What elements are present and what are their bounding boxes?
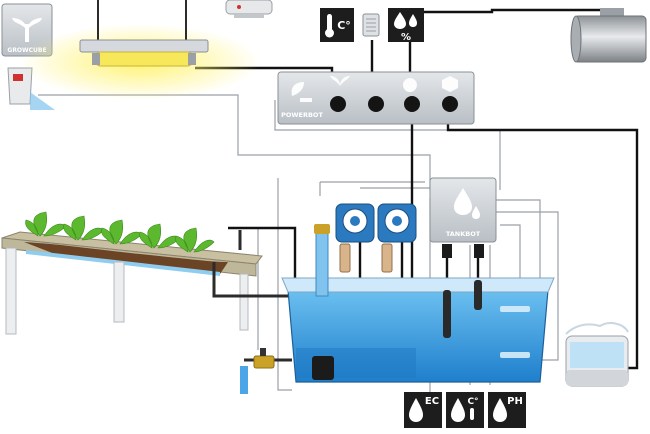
temperature-drop-icon (451, 398, 465, 422)
sprout-plug-icon (330, 76, 350, 86)
powerbot-label: POWERBOT (281, 111, 323, 119)
powerbot-sockets (330, 96, 458, 112)
humidity-drops-icon (394, 12, 417, 29)
plants (25, 211, 215, 253)
peristaltic-pump-a (335, 203, 375, 273)
heater-plug-icon (442, 76, 458, 92)
tankbot-label: TANKBOT (446, 230, 481, 238)
humidity-unit-label: % (401, 32, 411, 43)
exhaust-fan (570, 8, 647, 63)
power-plug-icon (402, 78, 417, 92)
powerbot-controller: POWERBOT (277, 71, 475, 125)
outlet-valve (240, 348, 275, 394)
sensor-icon-ph: PH (488, 392, 526, 428)
water-drops-icon (454, 188, 480, 219)
climate-sensor: C° % (320, 8, 424, 43)
humidifier (565, 322, 629, 387)
sensor-icon-ec: EC (404, 392, 442, 428)
reservoir-tank (281, 277, 555, 383)
grow-tray (1, 231, 263, 335)
grow-lamp (20, 0, 260, 100)
peristaltic-pump-b (377, 203, 417, 273)
pipes (212, 230, 292, 362)
submersible-pump (312, 356, 334, 380)
sensor-ph-label: PH (507, 396, 523, 407)
sensor-ec-label: EC (425, 396, 439, 407)
plant-plug-icon (291, 82, 312, 102)
water-inlet-tube (314, 224, 330, 297)
plant-icon (12, 18, 42, 42)
tankbot-controller: TANKBOT (429, 177, 497, 258)
sensor-led-icon (13, 74, 23, 81)
sensor-temp-label: C° (467, 397, 478, 407)
sensor-icon-temp: C° (446, 392, 484, 428)
detector-led-icon (237, 5, 241, 9)
thermometer-icon (325, 14, 334, 38)
conductivity-drop-icon (409, 398, 423, 422)
temp-unit-label: C° (337, 19, 351, 32)
smoke-detector (225, 0, 273, 18)
tank-probes (443, 280, 482, 338)
ph-drop-icon (493, 398, 507, 422)
